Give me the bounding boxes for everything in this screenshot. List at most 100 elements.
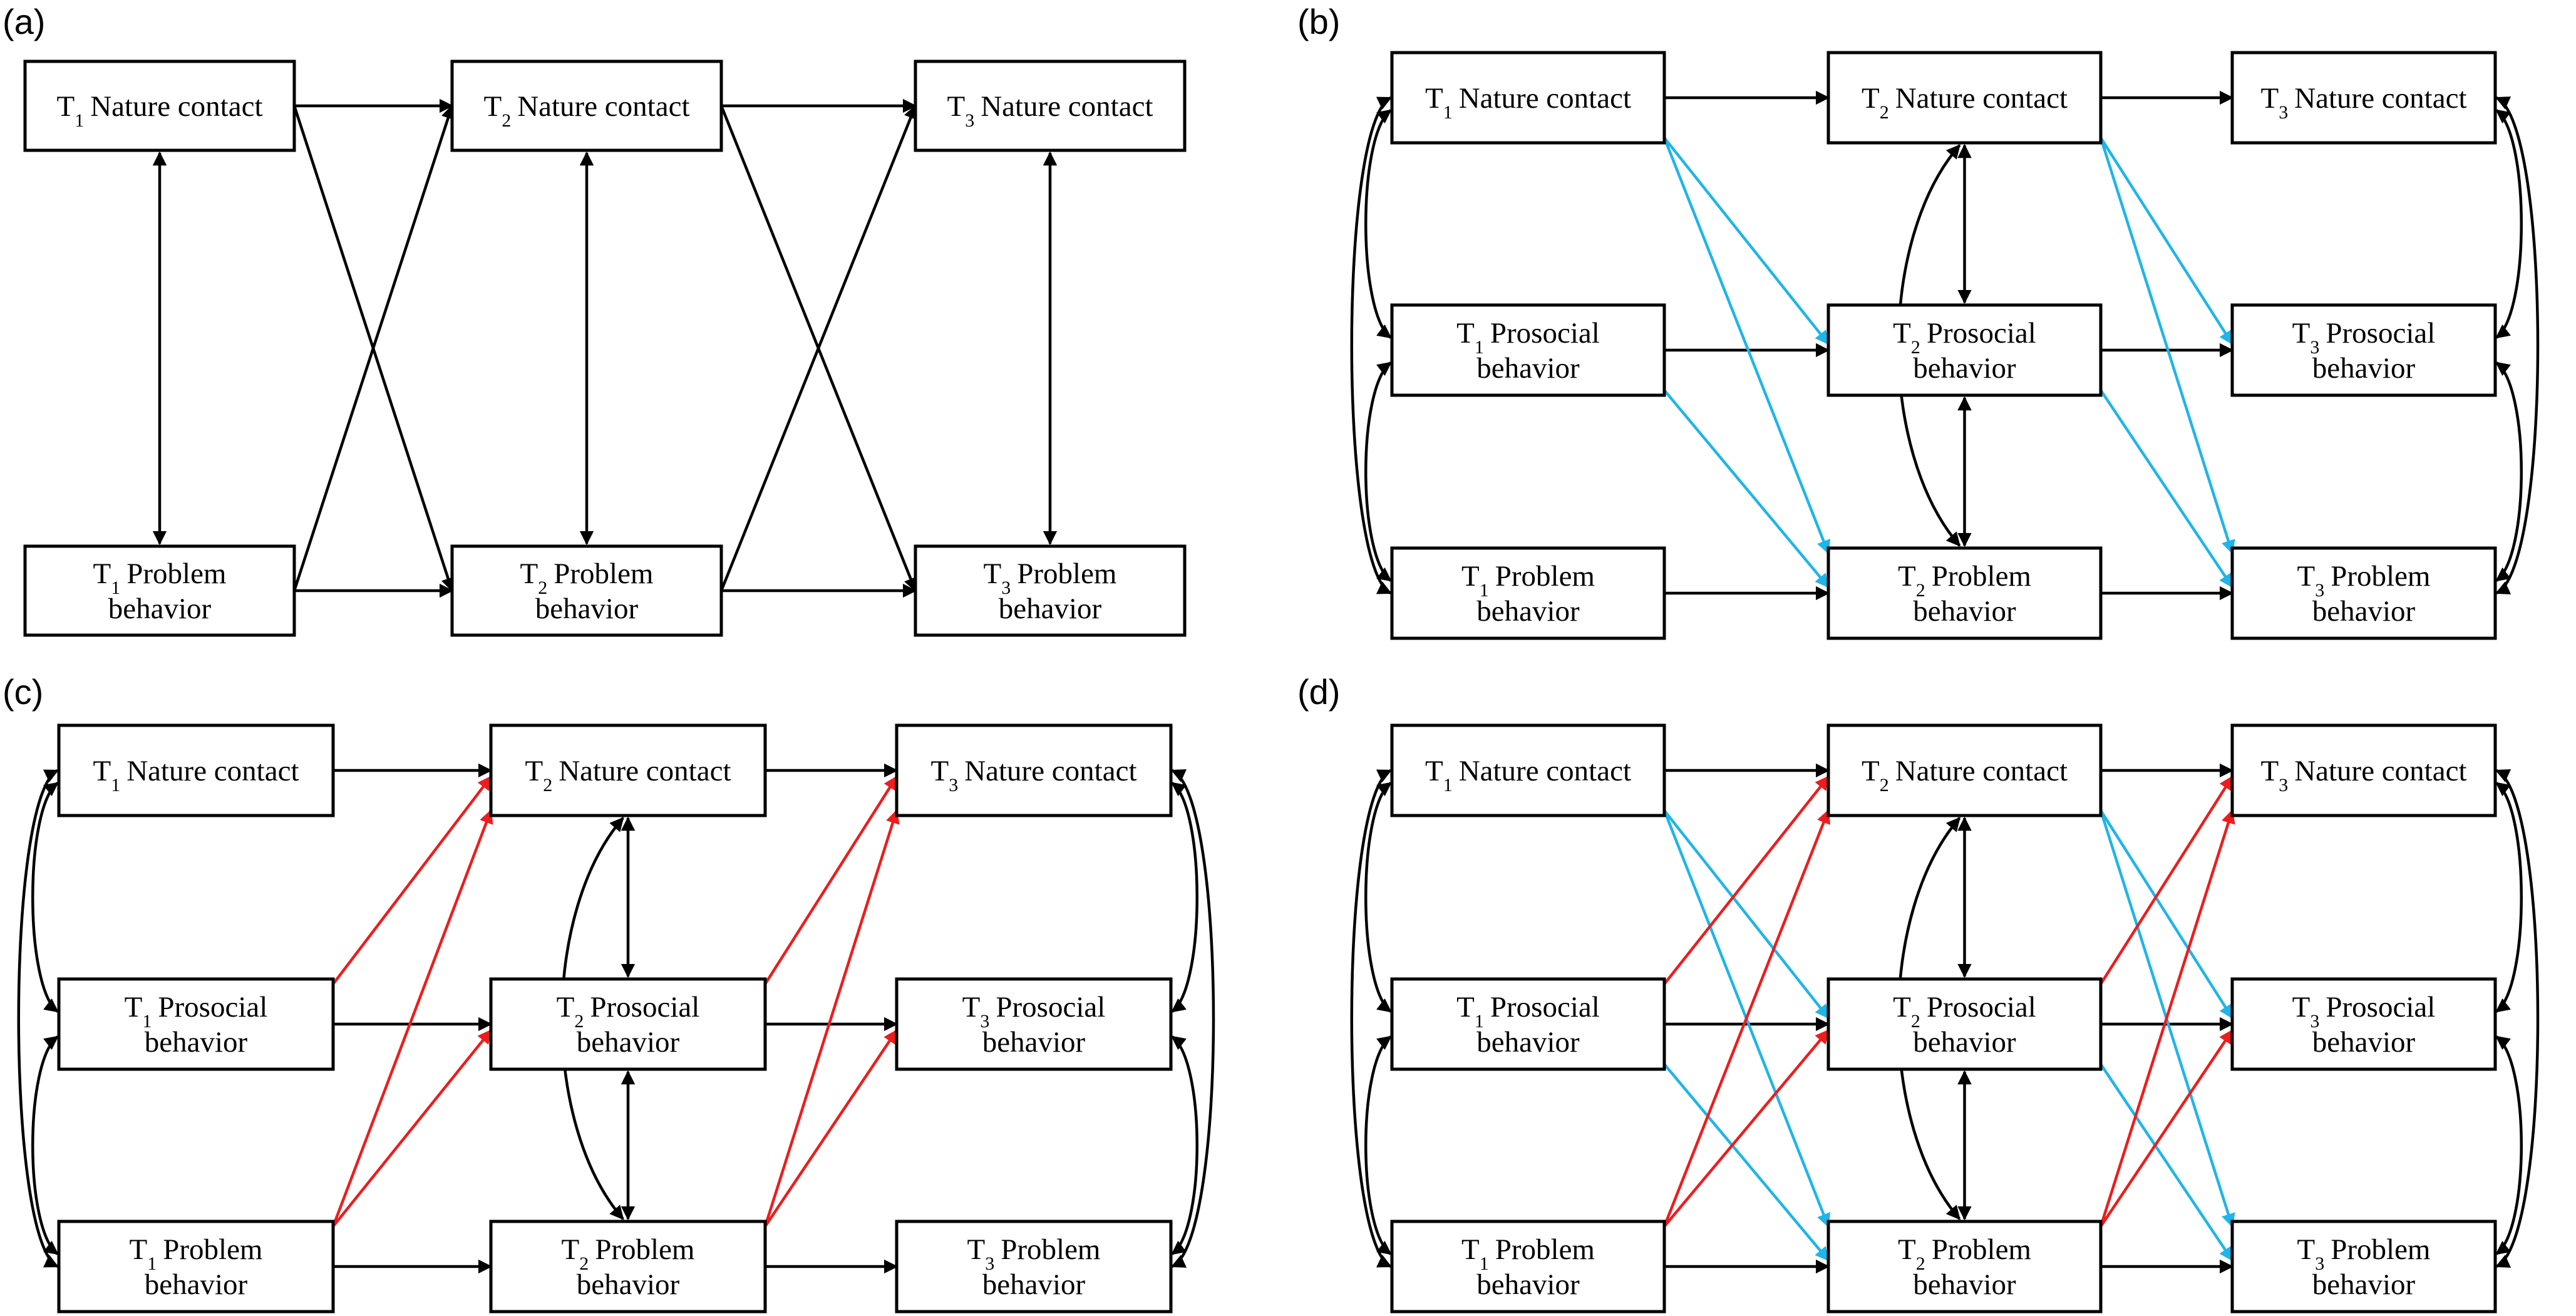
node-box [1390,51,1666,145]
node-time: T [1456,991,1475,1023]
node-box [450,544,723,637]
node-box [2230,303,2497,397]
node-time-subscript: 1 [111,578,120,598]
node-time-subscript: 2 [1911,1011,1920,1032]
node-time: T [984,557,1002,590]
node-time-subscript: 3 [2279,775,2288,795]
covariance-b-n3-s3 [2495,109,2523,339]
path-d-s2-to-p3 [2099,1063,2233,1262]
node-time: T [967,1233,986,1266]
node-box [489,977,767,1071]
node-variable: Nature contact [90,90,262,123]
covariance-b-s3-p3 [2495,361,2523,582]
node-box [57,977,335,1071]
node-time-subscript: 2 [1880,102,1889,123]
node-time-subscript: 2 [502,110,511,131]
path-b-n1-to-s2 [1663,137,1830,345]
path-d-s1-to-p2 [1663,1063,1830,1262]
node-box [914,60,1187,152]
path-d-p1-to-s2 [1663,1029,1830,1228]
node-time: T [483,90,502,123]
node-variable: Prosocial [1490,991,1600,1023]
node-time: T [56,90,75,123]
node-variable: Problem [1001,1233,1100,1266]
node-time: T [1862,755,1880,787]
node-box [1826,51,2103,145]
covariance-c-n3-p3 [1170,769,1215,1268]
node-time: T [962,991,981,1023]
path-c-p2-to-n3 [763,809,900,1227]
node-time: T [2297,1233,2316,1266]
covariance-b-n1-p1 [1350,96,1393,595]
node-variable: Prosocial [1927,991,2036,1023]
node-variable: Problem [1017,557,1116,590]
node-time-subscript: 3 [965,110,974,131]
node-time: T [1898,1233,1916,1266]
node-box [2230,977,2497,1071]
node-label-line: behavior [982,1268,1086,1301]
node-label-line: T3 Nature contact [947,90,1153,131]
node-label-line: behavior [1913,595,2016,628]
node-time: T [2260,755,2279,787]
covariance-c-s3-p3 [1171,1035,1198,1255]
node-variable: Nature contact [2294,82,2466,115]
node-time: T [2260,82,2279,115]
node-variable: Prosocial [2326,991,2435,1023]
node-label-line: behavior [982,1026,1086,1059]
path-a-p1-to-n2 [292,104,455,591]
node-box [2230,1220,2497,1313]
node-time-subscript: 3 [985,1253,994,1274]
covariance-d-n1-p1 [1350,769,1393,1268]
edges-layer [17,90,2540,1274]
node-box [23,60,296,152]
node-box [57,723,335,817]
path-b-s2-to-p3 [2099,389,2233,588]
node-box [1390,723,1666,817]
node-variable: Nature contact [981,90,1153,123]
node-time-subscript: 2 [1880,775,1889,795]
node-time-subscript: 3 [2315,1253,2324,1274]
node-label-line: behavior [999,593,1102,625]
covariance-b-n3-p3 [2495,96,2540,595]
node-box [1390,1220,1666,1313]
node-label-line: behavior [2312,352,2416,385]
path-b-s1-to-p2 [1663,389,1830,588]
node-time-subscript: 1 [147,1253,157,1274]
node-time: T [947,90,965,123]
node-time-subscript: 3 [980,1011,989,1032]
node-time: T [1456,317,1475,350]
node-time: T [2292,991,2311,1023]
node-box [1826,546,2103,640]
covariance-c-n1-p1 [17,769,59,1268]
node-time-subscript: 1 [111,775,120,795]
path-b-n1-to-p2 [1662,137,1831,555]
node-time-subscript: 3 [949,775,958,795]
node-time: T [1425,755,1443,787]
path-d-s2-to-n3 [2099,775,2233,985]
node-variable: Problem [554,557,653,590]
node-label-line: behavior [1913,1268,2016,1301]
node-time-subscript: 2 [1916,1253,1925,1274]
node-label-line: behavior [1476,352,1580,385]
node-time: T [1893,317,1911,350]
